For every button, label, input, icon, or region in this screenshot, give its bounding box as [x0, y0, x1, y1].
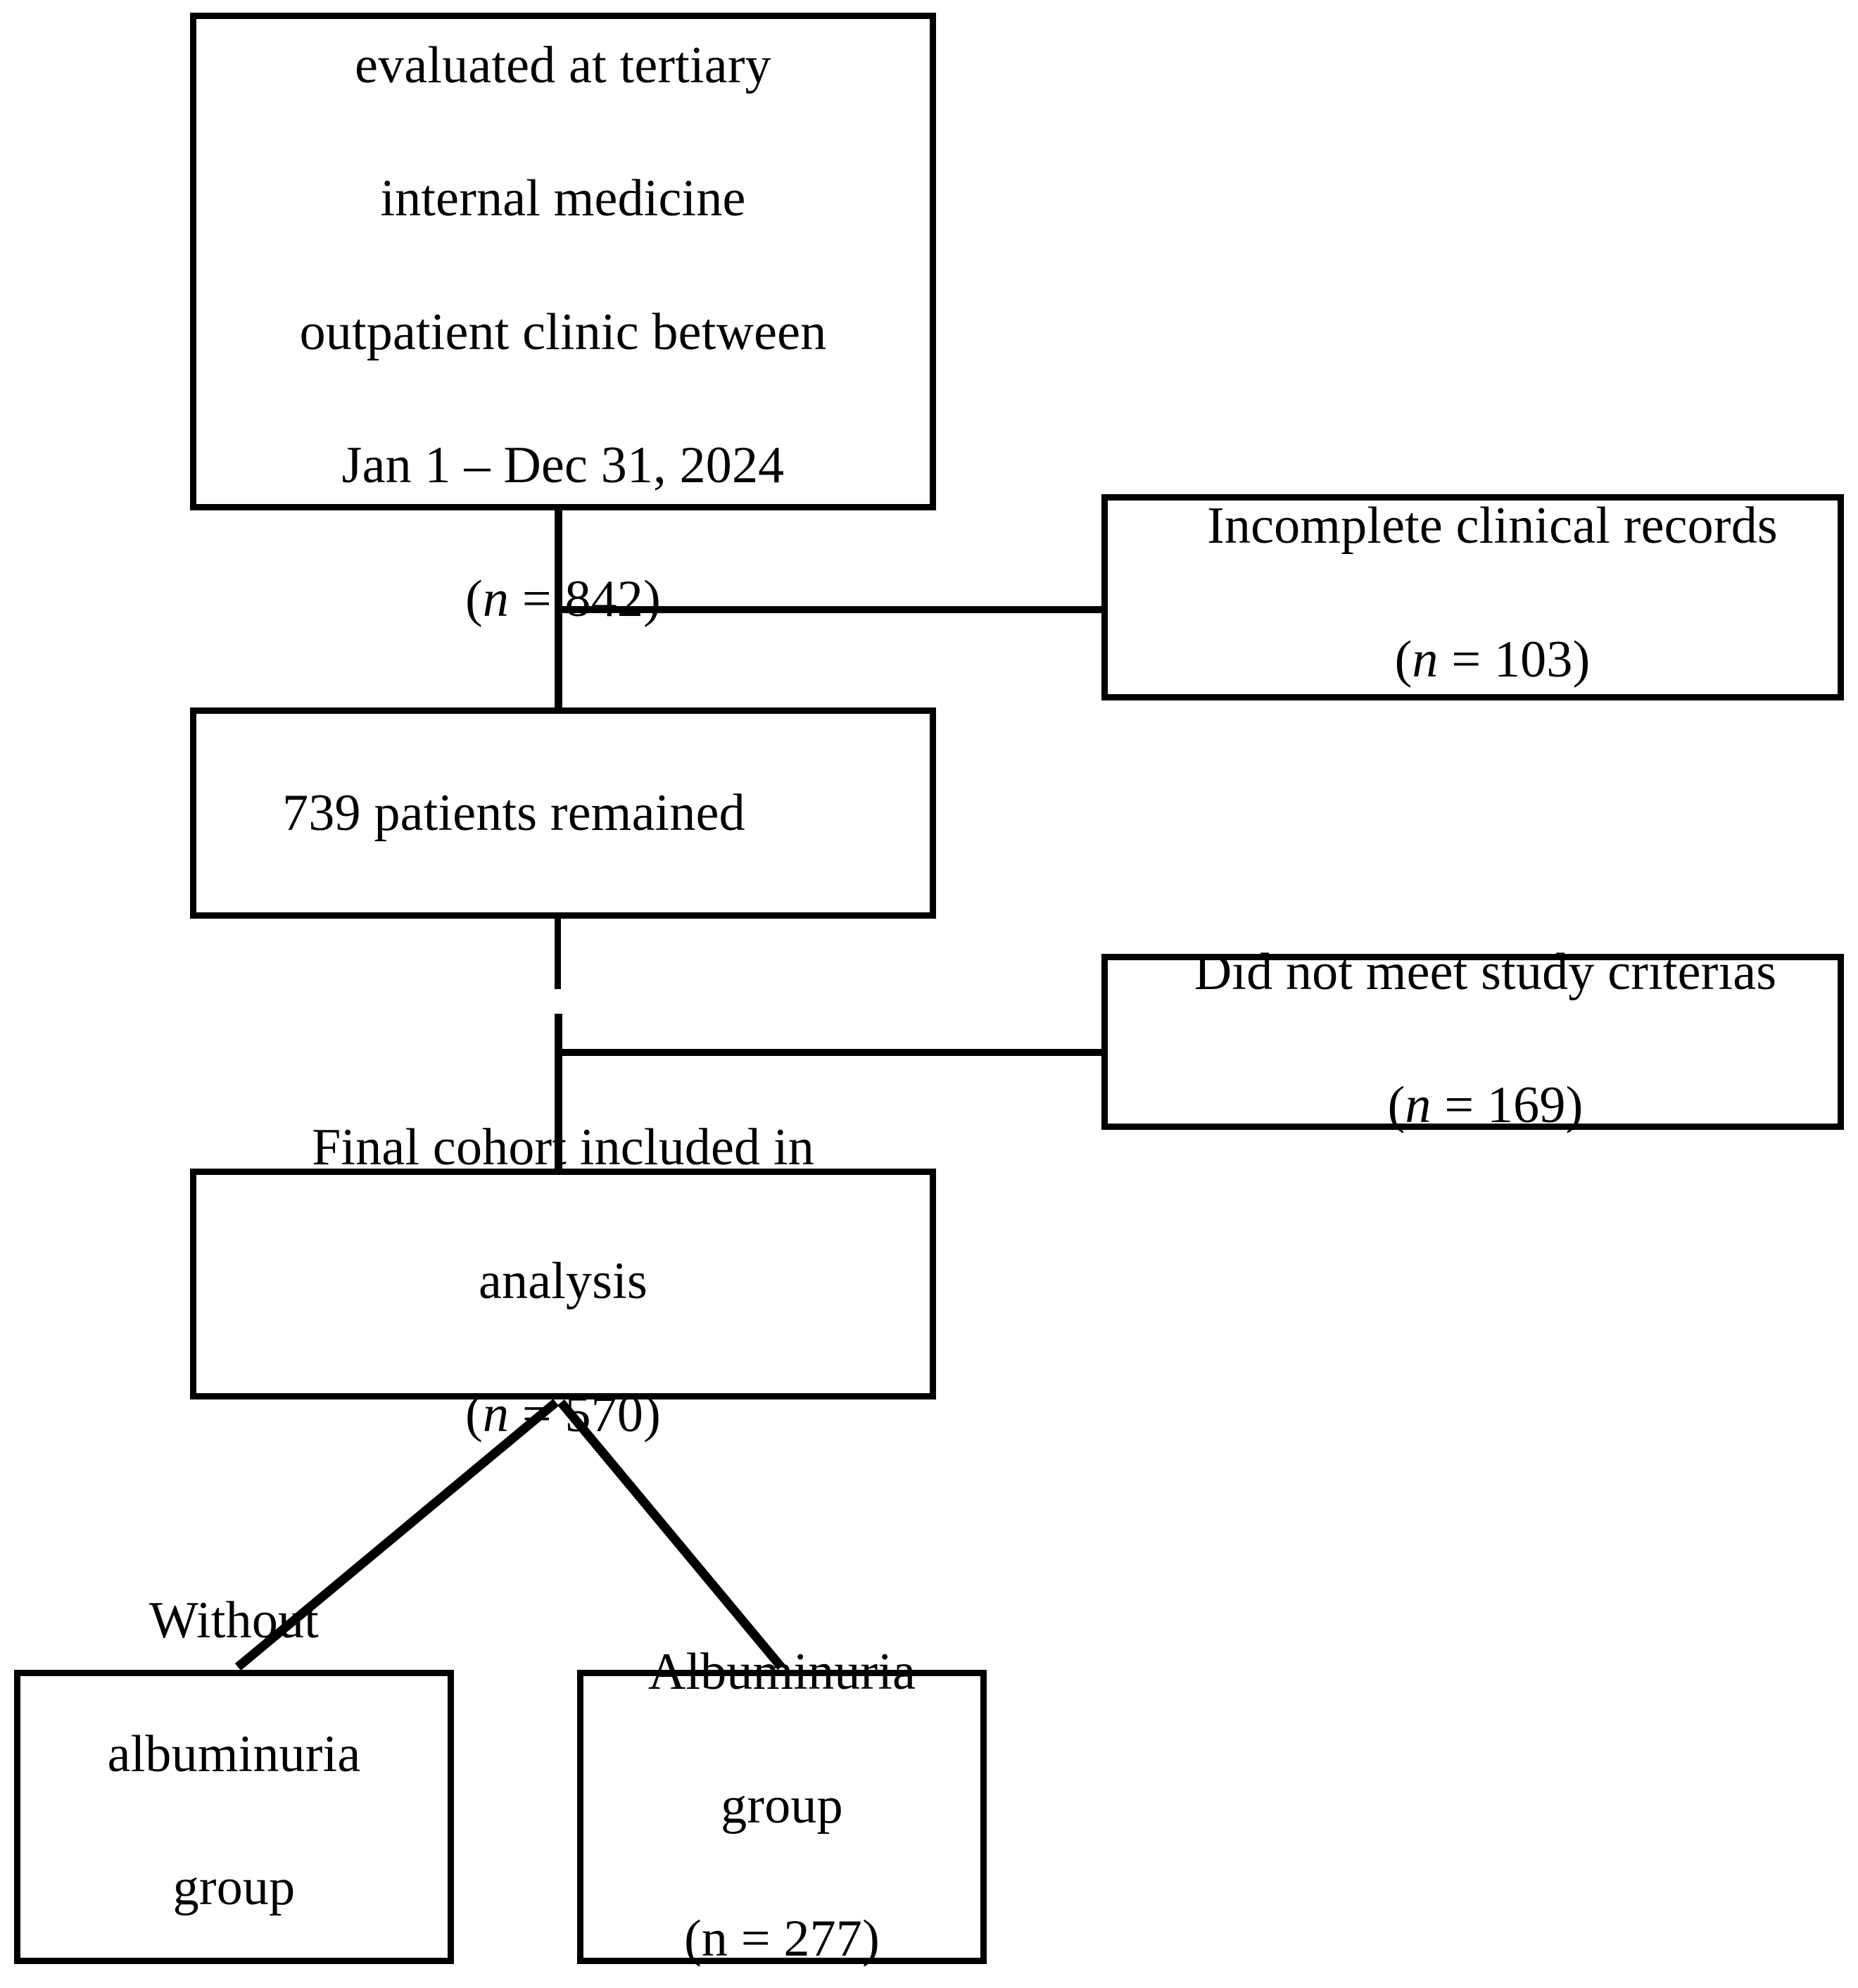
group-b-count-close: )	[862, 1910, 880, 1968]
excluded-2-count-value: 169	[1486, 1076, 1566, 1135]
source-population-text: Patients with type 2 DM evaluated at ter…	[287, 0, 840, 699]
source-population-box: Patients with type 2 DM evaluated at ter…	[190, 13, 936, 628]
connector-to-excluded-1	[555, 606, 1104, 613]
albuminuria-group-box: Albuminuria group (n = 277)	[577, 1643, 987, 1968]
final-line-2: analysis	[478, 1252, 647, 1310]
source-count-line: (n = 842)	[300, 566, 827, 633]
final-count-line: (n = 570)	[312, 1381, 814, 1448]
excluded-2-count-symbol: n	[1405, 1076, 1432, 1135]
source-count-value: 842	[564, 570, 644, 628]
final-count-eq: =	[509, 1385, 565, 1444]
excluded-2-count-line: (n = 169)	[1194, 1072, 1777, 1139]
final-count-value: 570	[564, 1385, 644, 1444]
connector-remaining-to-final-upper	[555, 919, 561, 989]
without-albuminuria-group-text: Without albuminuria group (n = 293)	[95, 1521, 374, 1988]
final-count-open: (	[465, 1385, 483, 1444]
source-count-eq: =	[509, 570, 565, 628]
final-count-symbol: n	[482, 1385, 510, 1444]
excluded-criteria-box: Did not meet study criterias (n = 169)	[1101, 943, 1844, 1134]
excluded-2-count-open: (	[1387, 1076, 1405, 1135]
remaining-line-1: 739 patients remained	[282, 784, 745, 842]
group-a-line-3: group	[172, 1858, 296, 1917]
group-b-count-line: (n = 277)	[648, 1906, 916, 1973]
group-b-count-eq: =	[728, 1910, 784, 1968]
source-count-close: )	[643, 570, 661, 628]
excluded-incomplete-records-text: Incomplete clinical records (n = 103)	[1194, 427, 1790, 760]
without-albuminuria-group-box: Without albuminuria group (n = 293)	[14, 1592, 454, 1964]
excluded-criteria-text: Did not meet study criterias (n = 169)	[1182, 872, 1790, 1206]
final-count-close: )	[643, 1385, 661, 1444]
source-line-5: Jan 1 – Dec 31, 2024	[341, 436, 785, 495]
excluded-1-count-line: (n = 103)	[1207, 627, 1778, 693]
excluded-1-count-close: )	[1572, 630, 1591, 688]
source-line-4: outpatient clinic between	[299, 303, 827, 361]
group-a-line-2: albuminuria	[107, 1725, 361, 1783]
excluded-1-line-1: Incomplete clinical records	[1207, 497, 1778, 555]
remaining-patients-box: 739 patients remained	[190, 707, 936, 919]
group-b-count-symbol: n	[701, 1910, 728, 1968]
source-count-symbol: n	[482, 570, 510, 628]
final-cohort-text: Final cohort included in analysis (n = 5…	[299, 1048, 827, 1514]
group-a-line-1: Without	[149, 1592, 319, 1650]
source-line-2: evaluated at tertiary	[355, 36, 771, 94]
group-b-count-value: 277	[783, 1910, 863, 1968]
excluded-2-line-1: Did not meet study criterias	[1194, 943, 1777, 1001]
excluded-1-count-open: (	[1394, 630, 1413, 688]
group-b-line-1: Albuminuria	[647, 1643, 916, 1701]
excluded-2-count-close: )	[1565, 1076, 1584, 1135]
group-b-line-2: group	[721, 1776, 843, 1835]
final-line-1: Final cohort included in	[312, 1119, 814, 1177]
excluded-1-count-symbol: n	[1412, 630, 1439, 688]
source-count-open: (	[465, 570, 483, 628]
group-b-count-open: (	[684, 1910, 702, 1968]
excluded-1-count-value: 103	[1493, 630, 1573, 688]
albuminuria-group-text: Albuminuria group (n = 277)	[636, 1572, 928, 1988]
remaining-patients-text: 739 patients remained	[270, 713, 758, 913]
connector-remaining-to-final-lower	[555, 1014, 562, 1169]
source-line-3: internal medicine	[380, 170, 746, 228]
excluded-incomplete-records-box: Incomplete clinical records (n = 103)	[1101, 494, 1844, 700]
excluded-2-count-eq: =	[1431, 1076, 1487, 1135]
excluded-1-count-eq: =	[1438, 630, 1494, 688]
final-cohort-box: Final cohort included in analysis (n = 5…	[190, 1119, 936, 1443]
connector-to-excluded-2	[555, 1049, 1104, 1056]
